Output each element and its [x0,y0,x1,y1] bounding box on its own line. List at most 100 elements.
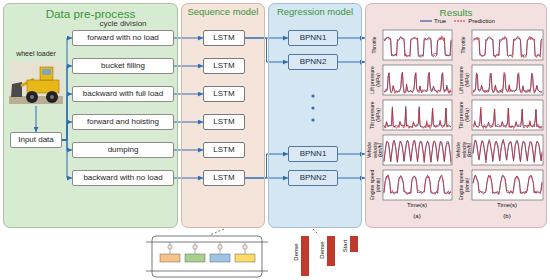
panel-tag: (a) [413,213,420,220]
dense-bar [301,236,309,276]
gate-block [160,254,180,262]
node-text: LSTM [213,61,234,70]
gate-block [210,254,230,262]
gate-operator [168,245,172,249]
flow-arrow [174,122,203,123]
node-text: BPNN1 [300,149,327,158]
flow-arrow [245,38,288,62]
panel-ground [268,3,362,228]
plot-frame [472,135,543,165]
node-text: LSTM [213,89,234,98]
loader-cab [40,67,53,80]
flow-arrow [338,178,365,179]
axis-title: Engine speed (r/min) [459,169,470,201]
flow-arrow [174,38,203,39]
node-text: BPNN1 [300,33,327,42]
cycle-phase-box: backward with no load [72,170,174,186]
axis-title: Engine speed (r/min) [370,169,381,201]
flow-arrow [36,106,37,132]
flow-arrow [245,154,288,178]
axis-title: Tilt pressure (MPa) [459,99,470,131]
plot-frame [472,65,543,95]
prediction-curve [473,139,542,163]
panel-ground [3,3,178,228]
bpnn-box: BPNN2 [288,170,338,186]
gate-block [185,254,205,262]
node-text: forward and hoisting [87,117,159,126]
panel-title: Results [366,7,546,18]
cycle-phase-box: dumping [72,142,174,158]
panel-tag: (b) [503,213,510,220]
legend-item: Prediction [454,18,495,25]
axis-title: Throttle [372,29,378,61]
plot-frame [383,30,452,60]
cab-window [42,69,51,75]
wheel [26,91,38,103]
layer-label: Dense [319,241,326,258]
flow-arrow [62,140,72,178]
cycle-phase-box: forward with no load [72,30,174,46]
node-text: LSTM [213,117,234,126]
detail-pointer [313,229,318,234]
axis-title: Time(s) [407,202,427,209]
gate-operator [193,245,197,249]
plot-frame [472,170,543,200]
bpnn-box: BPNN2 [288,54,338,70]
detail-pointer [210,229,224,235]
prediction-curve [473,72,542,93]
layer-label: Dense [293,243,300,260]
panel-ground [181,3,265,228]
stage-panel: Results [365,3,547,228]
plot-frame [472,100,543,130]
cycle-phase-box: backward with full load [72,86,174,102]
ellipsis-dot [311,106,314,109]
axis-title: Lift pressure (MPa) [370,64,381,96]
ellipsis-dot [311,94,314,97]
plot-frame [383,65,452,95]
node-text: BPNN2 [300,173,327,182]
node-text: LSTM [213,33,234,42]
lstm-box: LSTM [203,58,245,74]
node-text: forward with no load [87,33,159,42]
flow-arrow [62,94,72,140]
bpnn-box: BPNN1 [288,146,338,162]
lstm-box: LSTM [203,30,245,46]
legend-line [454,21,466,22]
prediction-curve [473,107,542,128]
prediction-curve [473,36,542,57]
flow-arrow [62,122,72,140]
legend-sample [420,18,432,24]
cycle-phase-box: bucket filling [72,58,174,74]
axis-title: Time(s) [497,202,517,209]
stage-panel: Data pre-process forward with no load buck… [3,3,178,228]
input-box: Input data [10,132,62,148]
plot-frame [383,100,452,130]
panel-title: Sequence model [182,7,264,18]
bucket [11,82,22,97]
panel-ground [365,3,547,228]
flow-arrow [174,178,203,179]
plot-frame [383,135,452,165]
node-text: LSTM [213,173,234,182]
lstm-box: LSTM [203,142,245,158]
panel-title: Regression model [269,7,361,18]
wheel-loader-photo: wheel loader [8,50,64,106]
gate-operator [218,245,222,249]
node-text: BPNN2 [300,57,327,66]
plot-frame [383,170,452,200]
wheel [46,91,58,103]
prediction-curve [384,107,451,129]
flow-arrow [174,150,203,151]
prediction-curve [384,175,451,195]
flow-arrow [62,38,72,140]
panel-title: Data pre-process [4,7,177,20]
dense-bar [327,236,335,266]
group-label: cycle division [99,20,146,29]
legend-sample [454,18,466,24]
node-text: bucket filling [101,61,145,70]
flow-arrow [62,66,72,140]
wheel-hub [30,95,34,99]
node-text: backward with full load [83,89,163,98]
prediction-curve [384,36,451,57]
